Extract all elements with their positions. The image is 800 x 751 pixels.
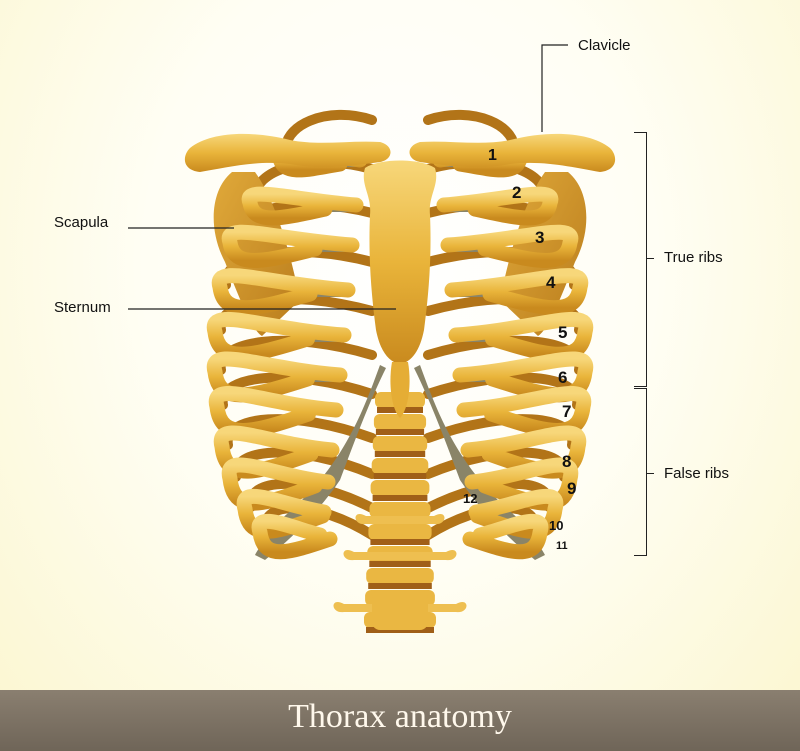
rib-number-10: 10 <box>549 518 564 533</box>
vertebra <box>366 568 434 584</box>
vertebra <box>369 502 431 518</box>
intervertebral-disc <box>370 539 430 545</box>
transverse-process <box>343 549 457 561</box>
false-ribs-label: False ribs <box>664 465 730 482</box>
vertebra <box>371 458 429 474</box>
transverse-process <box>355 513 445 525</box>
front-rib <box>456 386 592 438</box>
rib-number-7: 7 <box>562 402 572 421</box>
intervertebral-disc <box>368 583 432 589</box>
front-rib <box>462 513 549 560</box>
front-rib <box>436 186 559 226</box>
true-ribs-bracket <box>634 132 647 387</box>
right-clavicle <box>409 133 616 172</box>
rib-number-11: 11 <box>556 540 568 552</box>
clavicle-leader-line <box>541 44 568 132</box>
rib-number-8: 8 <box>562 452 572 471</box>
true-ribs-bracket-tick <box>646 258 654 259</box>
front-rib <box>440 224 579 268</box>
scapula-label: Scapula <box>54 214 109 231</box>
sternum-label: Sternum <box>54 299 111 316</box>
vertebra <box>370 480 430 496</box>
rib-number-3: 3 <box>535 228 545 247</box>
intervertebral-disc <box>369 561 431 567</box>
intervertebral-disc <box>374 451 426 457</box>
lumbar-vertebra <box>372 590 428 630</box>
sternum-bone <box>363 160 437 364</box>
rib-number-6: 6 <box>558 368 568 387</box>
intervertebral-disc <box>372 495 428 501</box>
front-rib <box>251 513 338 560</box>
rib-number-12: 12 <box>463 491 478 506</box>
rib-number-2: 2 <box>512 183 522 202</box>
intervertebral-disc <box>375 429 425 435</box>
front-rib <box>448 311 594 362</box>
intervertebral-disc <box>373 473 427 479</box>
left-clavicle <box>184 133 391 172</box>
front-rib <box>206 311 352 362</box>
vertebra <box>368 524 432 540</box>
vertebra <box>373 414 427 430</box>
xiphoid-process <box>390 362 410 418</box>
front-rib <box>208 386 344 438</box>
front-rib <box>221 224 360 268</box>
front-rib <box>211 268 356 316</box>
rib-number-4: 4 <box>546 273 556 292</box>
true-ribs-label: True ribs <box>664 249 723 266</box>
false-ribs-bracket <box>634 388 647 556</box>
false-ribs-bracket-tick <box>646 473 654 474</box>
rib-number-9: 9 <box>567 479 577 498</box>
page-title: Thorax anatomy <box>288 698 512 735</box>
rib-number-5: 5 <box>558 323 568 342</box>
vertebra <box>372 436 428 452</box>
clavicle-label: Clavicle <box>578 37 631 54</box>
rib-number-1: 1 <box>488 147 497 164</box>
spine <box>333 392 467 633</box>
front-rib <box>444 268 589 316</box>
footer-banner: Thorax anatomy <box>0 690 800 751</box>
front-rib <box>241 186 364 226</box>
